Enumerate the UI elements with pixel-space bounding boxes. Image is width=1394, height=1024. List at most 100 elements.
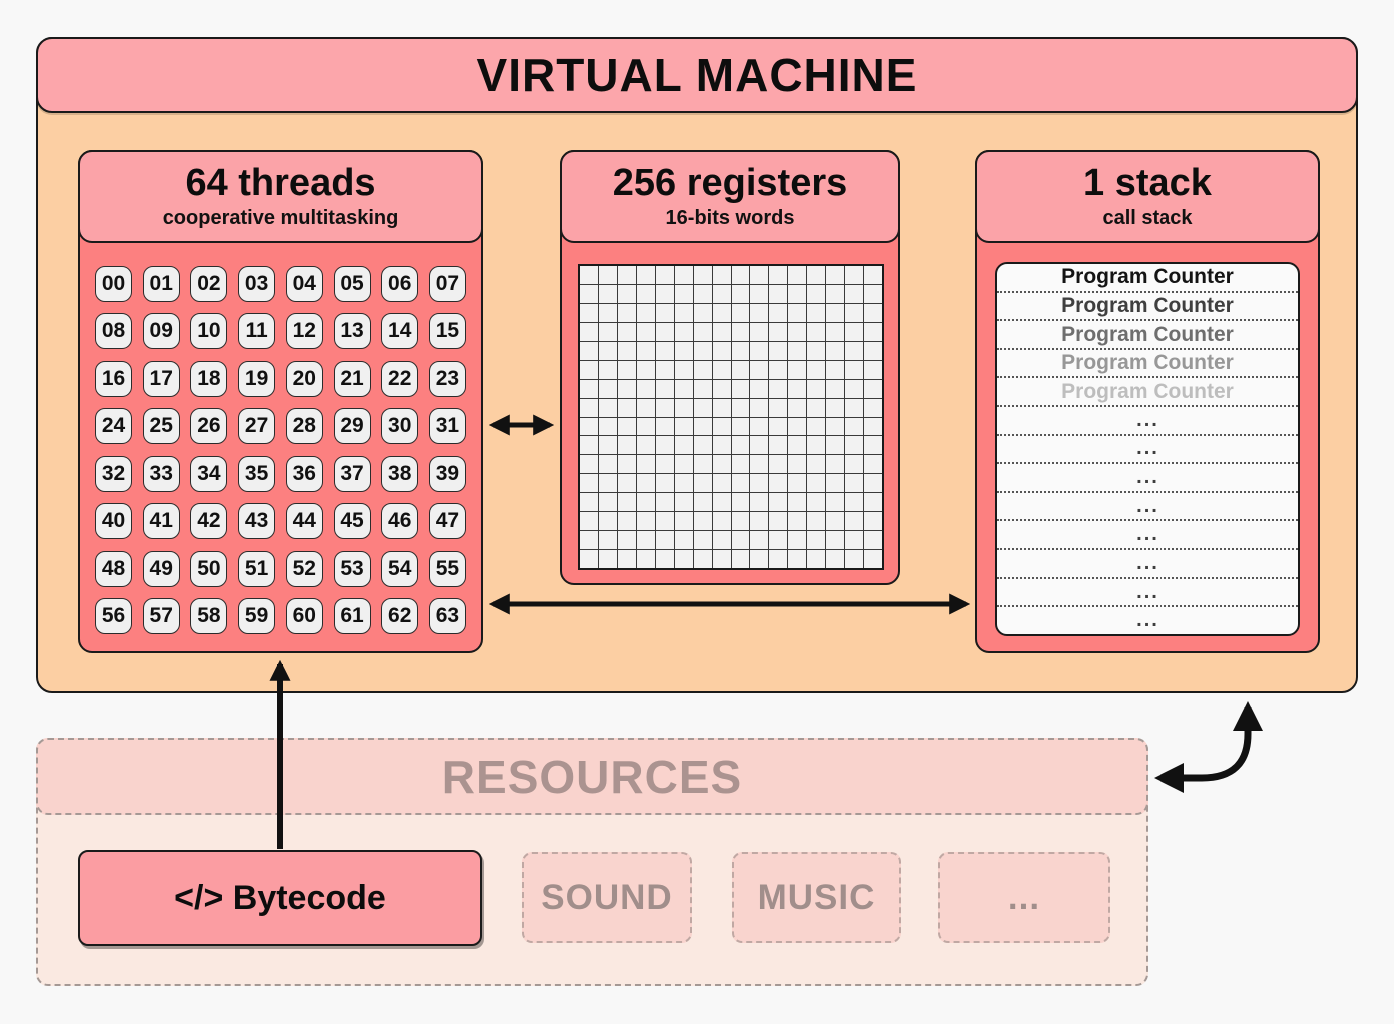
register-cell	[598, 512, 617, 531]
register-cell	[769, 360, 788, 379]
register-cell	[598, 266, 617, 284]
register-cell	[636, 417, 655, 436]
register-cell	[598, 379, 617, 398]
register-cell	[731, 474, 750, 493]
stack-row: Program Counter	[997, 319, 1298, 348]
register-cell	[655, 417, 674, 436]
register-cell	[731, 455, 750, 474]
register-cell	[712, 436, 731, 455]
register-cell	[693, 266, 712, 284]
register-cell	[750, 398, 769, 417]
register-cell	[788, 436, 807, 455]
register-cell	[769, 493, 788, 512]
register-cell	[845, 379, 864, 398]
register-cell	[693, 322, 712, 341]
register-cell	[845, 436, 864, 455]
thread-cell: 02	[190, 266, 228, 302]
thread-cell: 61	[333, 597, 371, 634]
register-cell	[826, 322, 845, 341]
thread-cell: 31	[428, 408, 466, 445]
register-cell	[788, 303, 807, 322]
thread-cell: 11	[238, 313, 276, 350]
stack-row: ...	[997, 576, 1298, 606]
register-cell	[769, 322, 788, 341]
register-cell	[693, 455, 712, 474]
thread-cell: 63	[428, 597, 466, 634]
resources-header: RESOURCES	[36, 738, 1148, 815]
register-cell	[693, 550, 712, 568]
register-cell	[788, 379, 807, 398]
register-cell	[826, 360, 845, 379]
register-cell	[826, 341, 845, 360]
register-cell	[712, 531, 731, 550]
register-cell	[864, 266, 882, 284]
register-cell	[750, 436, 769, 455]
register-cell	[807, 493, 826, 512]
register-cell	[807, 512, 826, 531]
register-cell	[864, 284, 882, 303]
register-cell	[807, 360, 826, 379]
threads-title: 64 threads	[185, 162, 376, 205]
thread-cell: 17	[142, 360, 180, 397]
registers-subtitle: 16-bits words	[665, 206, 795, 229]
register-cell	[826, 512, 845, 531]
register-cell	[788, 531, 807, 550]
register-cell	[788, 284, 807, 303]
register-cell	[693, 284, 712, 303]
thread-cell: 37	[333, 455, 371, 492]
stack-subtitle: call stack	[1102, 206, 1193, 229]
register-cell	[807, 379, 826, 398]
threads-header: 64 threads cooperative multitasking	[78, 150, 483, 243]
register-cell	[674, 379, 693, 398]
register-cell	[845, 266, 864, 284]
thread-cell: 33	[142, 455, 180, 492]
register-cell	[674, 436, 693, 455]
stack-row: ...	[997, 405, 1298, 434]
register-cell	[807, 531, 826, 550]
register-cell	[845, 550, 864, 568]
register-cell	[617, 322, 636, 341]
register-cell	[712, 266, 731, 284]
register-cell	[845, 284, 864, 303]
register-grid	[578, 264, 884, 570]
register-cell	[636, 341, 655, 360]
register-cell	[788, 455, 807, 474]
register-cell	[712, 303, 731, 322]
register-cell	[655, 550, 674, 568]
thread-cell: 15	[428, 313, 466, 350]
thread-cell: 47	[428, 503, 466, 540]
register-cell	[693, 379, 712, 398]
thread-cell: 51	[238, 550, 276, 587]
thread-cell: 59	[238, 597, 276, 634]
thread-cell: 29	[333, 408, 371, 445]
register-cell	[807, 436, 826, 455]
vm-title: VIRTUAL MACHINE	[476, 49, 918, 101]
register-cell	[598, 341, 617, 360]
thread-cell: 57	[142, 597, 180, 634]
thread-cell: 38	[381, 455, 419, 492]
register-cell	[655, 512, 674, 531]
register-cell	[617, 474, 636, 493]
thread-cell: 09	[142, 313, 180, 350]
register-cell	[731, 417, 750, 436]
stack-row: Program Counter	[997, 376, 1298, 405]
register-cell	[636, 284, 655, 303]
register-cell	[655, 322, 674, 341]
register-cell	[617, 436, 636, 455]
thread-cell: 50	[190, 550, 228, 587]
register-cell	[864, 341, 882, 360]
register-cell	[580, 550, 598, 568]
vm-title-bar: VIRTUAL MACHINE	[36, 37, 1358, 113]
register-cell	[598, 455, 617, 474]
register-cell	[712, 398, 731, 417]
thread-cell: 56	[95, 597, 132, 634]
register-cell	[617, 493, 636, 512]
register-cell	[655, 341, 674, 360]
register-cell	[788, 360, 807, 379]
register-cell	[864, 455, 882, 474]
registers-header: 256 registers 16-bits words	[560, 150, 900, 243]
register-cell	[580, 266, 598, 284]
register-cell	[788, 474, 807, 493]
